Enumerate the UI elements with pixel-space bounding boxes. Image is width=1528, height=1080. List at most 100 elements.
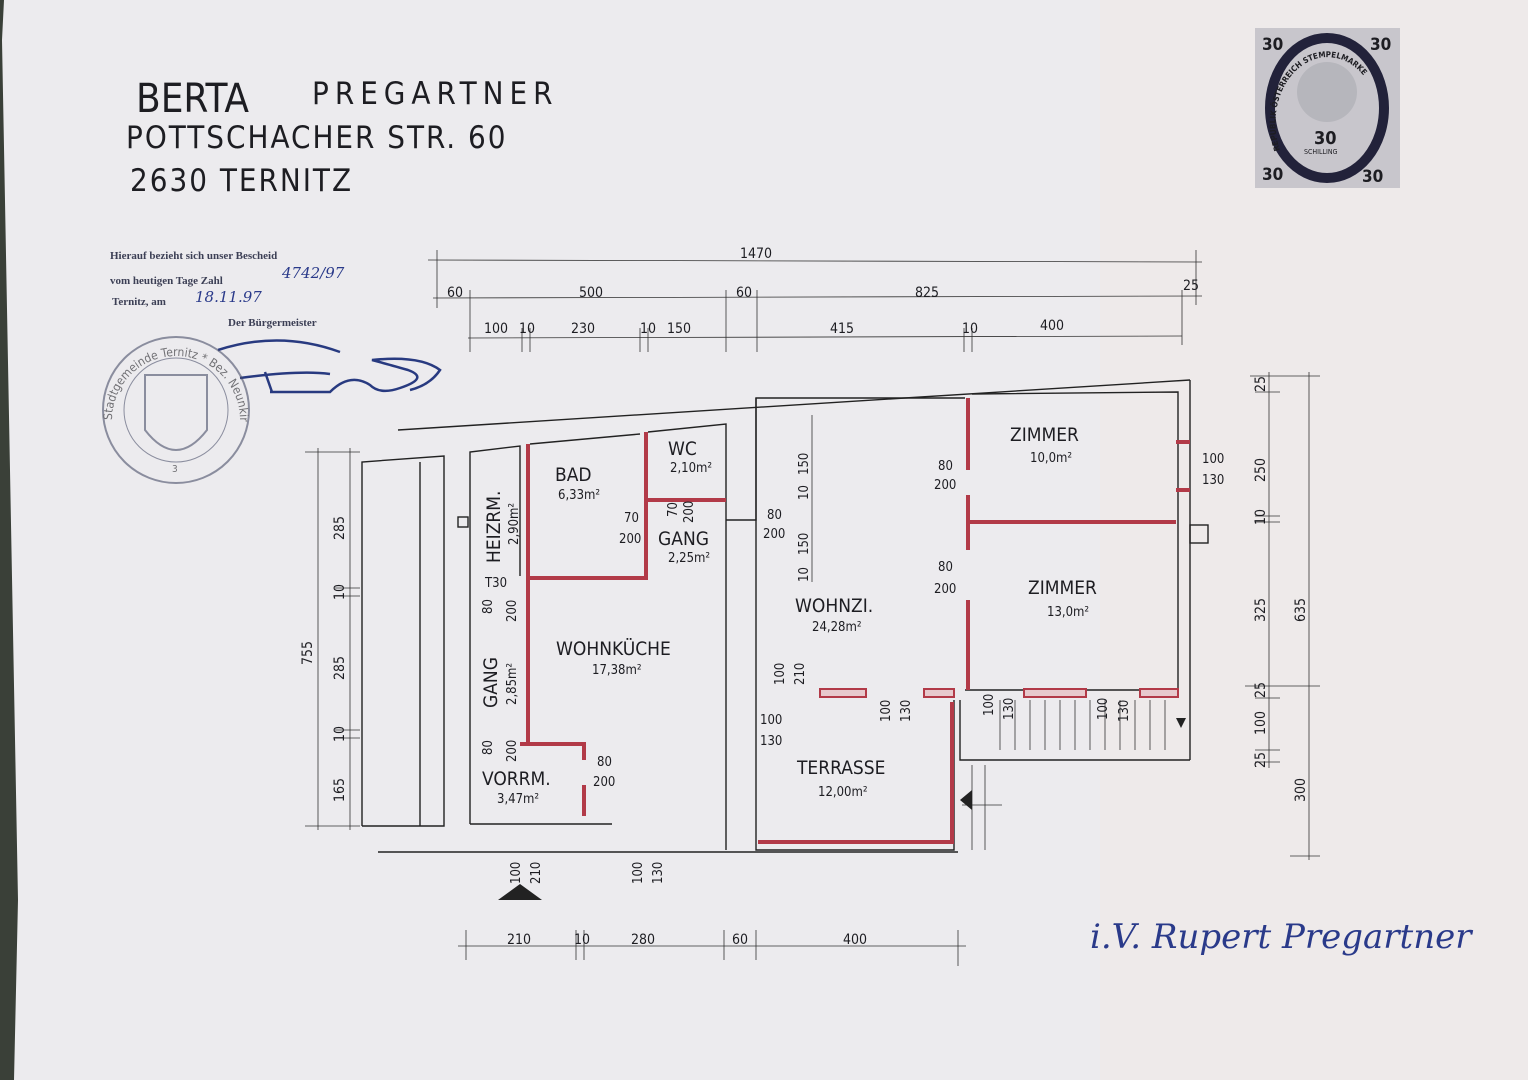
opening-width: 80 — [597, 755, 612, 770]
owner-street: POTTSCHACHER STR. 60 — [126, 120, 507, 156]
dim-label: 10 — [574, 932, 590, 948]
dim-label: 210 — [507, 932, 531, 948]
dim-total-width: 1470 — [740, 246, 772, 262]
opening-width: 80 — [481, 740, 496, 755]
opening-width: 100 — [982, 694, 997, 716]
dim-label: 60 — [732, 932, 748, 948]
stamp-corner-value: 30 — [1262, 35, 1283, 55]
top-dimensions: 1470 60 500 60 825 25 100 10 230 10 150 … — [427, 246, 1203, 352]
opening-height: 200 — [682, 501, 697, 523]
opening-height: 200 — [505, 600, 520, 622]
fire-door-label: T30 — [484, 576, 507, 591]
stamp-line-2-label: vom heutigen Tage Zahl — [110, 275, 223, 287]
dim-label: 25 — [1183, 278, 1199, 294]
opening-width: 70 — [624, 511, 639, 526]
stamp-corner-value: 30 — [1262, 165, 1283, 185]
opening-width: 100 — [879, 700, 894, 722]
dim-label: 10 — [797, 567, 812, 582]
eagle-emblem-icon — [1297, 62, 1357, 122]
stamp-line-3-label: Ternitz, am — [112, 296, 166, 308]
room-name: GANG — [480, 657, 502, 708]
dim-label: 280 — [631, 932, 655, 948]
owner-last-name: PREGARTNER — [312, 76, 559, 112]
opening-width: 100 — [760, 713, 782, 728]
room-area: 17,38m² — [592, 663, 642, 678]
dim-label: 150 — [797, 453, 812, 475]
stamp-line-4: Der Bürgermeister — [228, 317, 317, 329]
dim-label: 150 — [667, 321, 691, 337]
right-dimensions: 25 250 10 325 25 100 25 635 300 — [1245, 372, 1320, 860]
opening-height: 200 — [934, 478, 956, 493]
room-area: 2,90m² — [507, 503, 522, 545]
dim-label: 25 — [1253, 752, 1269, 768]
dim-label: 10 — [640, 321, 656, 337]
dim-label: 300 — [1293, 778, 1309, 802]
room-name: HEIZRM. — [483, 491, 505, 563]
stamp-currency: SCHILLING — [1304, 148, 1338, 156]
dim-label: 100 — [484, 321, 508, 337]
room-name: WOHNZI. — [795, 595, 873, 617]
dim-label: 10 — [519, 321, 535, 337]
stamp-line-1: Hierauf bezieht sich unser Bescheid — [110, 250, 277, 262]
dim-label: 230 — [571, 321, 595, 337]
room-name: GANG — [658, 528, 709, 550]
mayor-signature — [217, 339, 442, 394]
room-area: 13,0m² — [1047, 605, 1089, 620]
dim-label: 25 — [1253, 376, 1269, 392]
opening-labels: 70 200 70 200 80 200 80 200 80 200 80 20… — [481, 415, 1224, 884]
opening-width: 100 — [1096, 698, 1111, 720]
dim-label: 10 — [332, 584, 348, 600]
dim-total-depth: 755 — [300, 641, 316, 665]
room-labels: BAD 6,33m² WC 2,10m² GANG 2,25m² HEIZRM.… — [480, 424, 1097, 807]
stamp-center-value: 30 — [1314, 128, 1337, 149]
opening-height: 130 — [1002, 698, 1017, 720]
room-area: 3,47m² — [497, 792, 539, 807]
dim-label: 400 — [1040, 318, 1064, 334]
dim-label: 60 — [736, 285, 752, 301]
stamp-line-3-value: 18.11.97 — [195, 288, 262, 306]
dim-label: 400 — [843, 932, 867, 948]
opening-height: 200 — [934, 582, 956, 597]
stamp-corner-value: 30 — [1362, 167, 1383, 187]
opening-height: 210 — [529, 862, 544, 884]
owner-first-name: BERTA — [136, 76, 249, 122]
opening-width: 80 — [938, 560, 953, 575]
chimney-icon — [457, 516, 469, 528]
dim-label: 10 — [332, 726, 348, 742]
opening-height: 200 — [505, 740, 520, 762]
opening-width: 70 — [666, 502, 681, 517]
dim-label: 285 — [332, 516, 348, 540]
chimney-icon — [1189, 524, 1209, 544]
dim-label: 100 — [1253, 711, 1269, 735]
opening-width: 100 — [1202, 452, 1224, 467]
dim-label: 825 — [915, 285, 939, 301]
revenue-stamp: 30 30 30 30 REPUBLIK ÖSTERREICH STEMPELM… — [1255, 28, 1400, 188]
opening-height: 200 — [593, 775, 615, 790]
stairs — [960, 700, 1186, 850]
dim-label: 415 — [830, 321, 854, 337]
room-area: 2,85m² — [505, 663, 520, 705]
dim-label: 635 — [1293, 598, 1309, 622]
dim-label: 325 — [1253, 598, 1269, 622]
room-name: BAD — [555, 464, 592, 486]
dim-label: 150 — [797, 533, 812, 555]
seal-number: 3 — [172, 464, 178, 475]
opening-width: 100 — [773, 663, 788, 685]
coat-of-arms-icon — [144, 374, 208, 451]
plan-walls — [361, 379, 1209, 900]
room-area: 10,0m² — [1030, 451, 1072, 466]
opening-height: 130 — [1117, 700, 1132, 722]
opening-height: 200 — [619, 532, 641, 547]
opening-width: 100 — [631, 862, 646, 884]
room-name: WC — [668, 438, 697, 460]
dim-label: 165 — [332, 778, 348, 802]
room-area: 2,25m² — [668, 551, 710, 566]
room-name: VORRM. — [482, 768, 551, 790]
room-name: ZIMMER — [1028, 577, 1097, 599]
dim-label: 60 — [447, 285, 463, 301]
dim-label: 10 — [797, 485, 812, 500]
dim-label: 285 — [332, 656, 348, 680]
room-name: TERRASSE — [796, 757, 885, 779]
opening-height: 130 — [651, 862, 666, 884]
